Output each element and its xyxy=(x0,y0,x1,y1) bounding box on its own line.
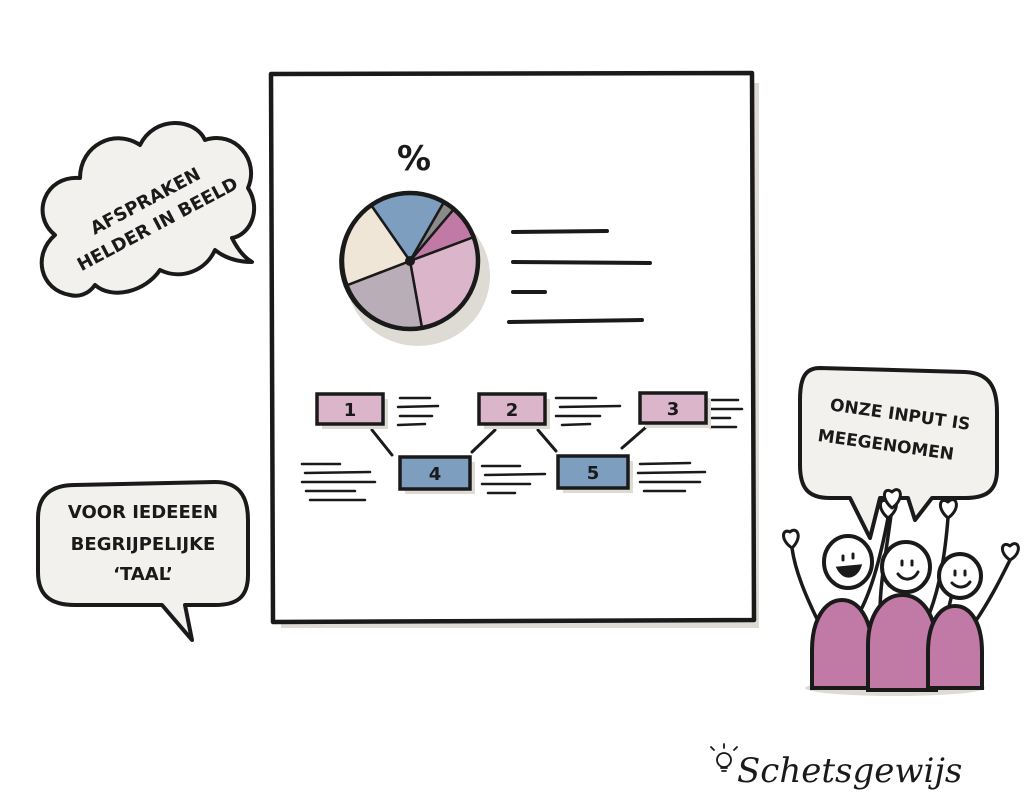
speech-bubble-right: ONZE INPUT IS MEEGENOMEN xyxy=(798,366,999,540)
document-page xyxy=(268,70,757,625)
legend-line xyxy=(511,260,652,265)
step-label: 1 xyxy=(344,400,357,421)
signature: Schetsgewijs xyxy=(710,743,962,791)
bubble-text-line-3: ‘TAAL’ xyxy=(113,564,173,585)
pie-center xyxy=(405,256,415,266)
process-step-2: 2 xyxy=(477,392,550,429)
bubble-text-line-1: VOOR IEDEEEN xyxy=(68,502,218,523)
legend-line xyxy=(507,318,644,324)
process-connectors xyxy=(370,426,647,457)
process-text-lines xyxy=(300,396,744,502)
signature-text: Schetsgewijs xyxy=(737,751,962,791)
pie-chart xyxy=(339,190,490,346)
step-label: 3 xyxy=(667,399,680,420)
process-step-5: 5 xyxy=(556,454,633,493)
pie-legend-lines xyxy=(507,229,652,324)
step-label: 4 xyxy=(429,464,442,485)
legend-line xyxy=(511,229,609,234)
document: % xyxy=(268,70,759,628)
process-step-4: 4 xyxy=(398,455,475,494)
cheering-people-icon xyxy=(782,488,1020,696)
step-label: 5 xyxy=(587,463,600,484)
speech-bubble-bottom-left: VOOR IEDEEEN BEGRIJPELIJKE ‘TAAL’ xyxy=(36,480,250,642)
bubble-shape xyxy=(798,366,999,540)
process-step-3: 3 xyxy=(638,391,711,428)
speech-bubble-top-left: AFSPRAKEN HELDER IN BEELD xyxy=(39,121,257,298)
cloud-shape xyxy=(39,121,257,298)
lightbulb-icon xyxy=(710,743,738,772)
pie-outline xyxy=(339,190,481,332)
percent-symbol: % xyxy=(397,139,431,179)
process-step-1: 1 xyxy=(315,392,388,429)
step-label: 2 xyxy=(506,400,519,421)
bubble-shape xyxy=(36,480,250,642)
bubble-text-line-2: BEGRIJPELIJKE xyxy=(71,534,216,555)
